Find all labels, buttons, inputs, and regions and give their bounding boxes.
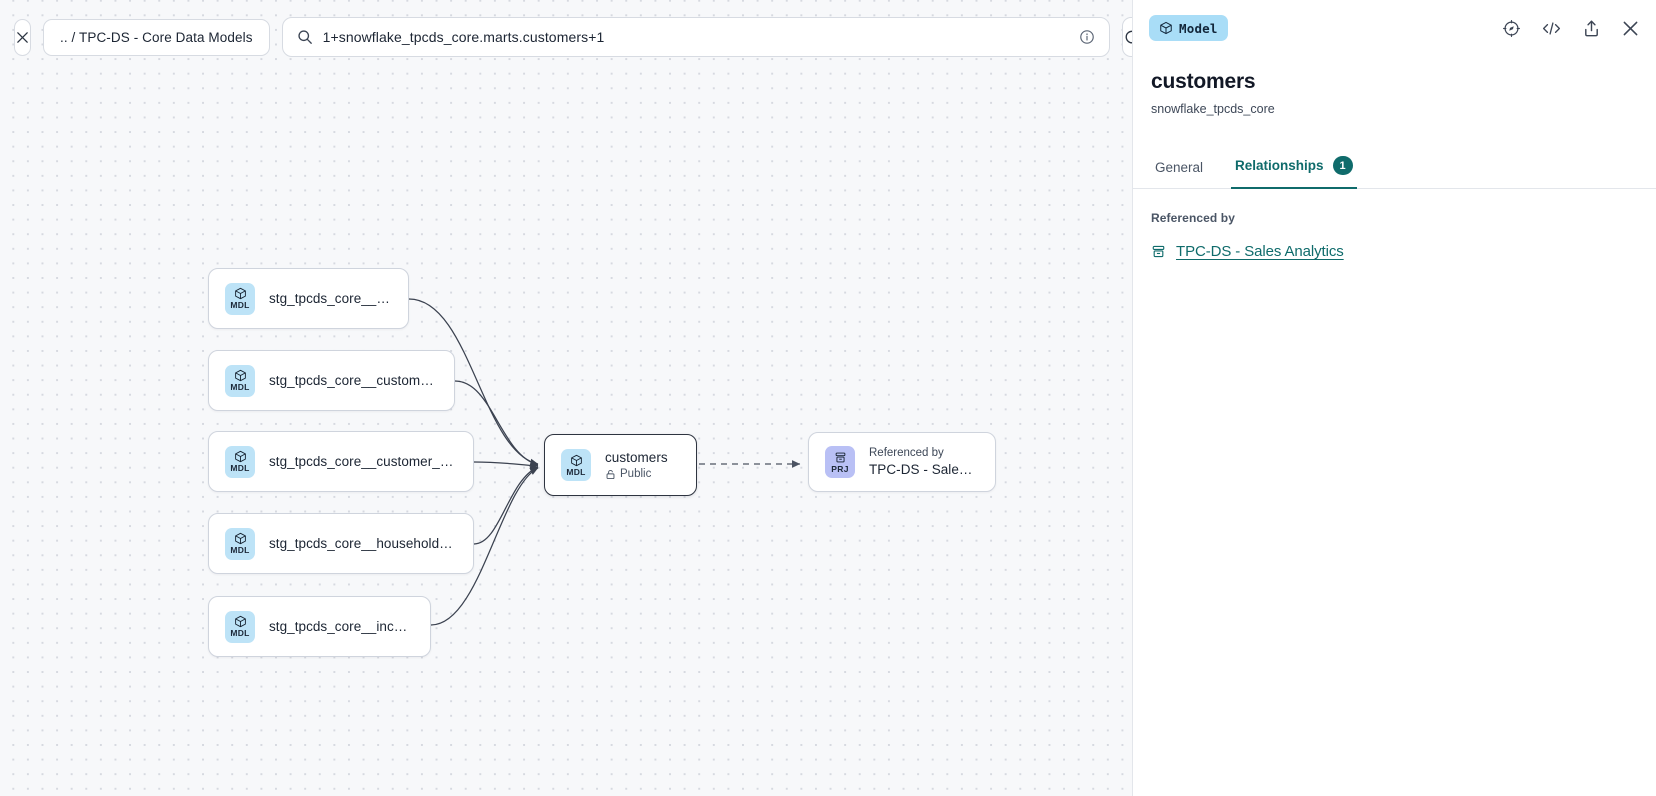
cube-icon bbox=[234, 532, 247, 545]
canvas-toolbar: .. / TPC-DS - Core Data Models 1+snowfla… bbox=[0, 0, 1132, 74]
graph-node-selected[interactable]: MDL customers Public bbox=[544, 434, 697, 496]
graph-node-kicker: Referenced by bbox=[869, 447, 944, 459]
page-subtitle: snowflake_tpcds_core bbox=[1151, 102, 1275, 116]
cube-icon bbox=[234, 287, 247, 300]
tab-general[interactable]: General bbox=[1151, 152, 1207, 189]
project-icon bbox=[834, 451, 847, 464]
graph-edges bbox=[408, 298, 801, 626]
model-badge-icon: MDL bbox=[225, 610, 255, 643]
cube-icon bbox=[234, 450, 247, 463]
graph-node-visibility-label: Public bbox=[620, 468, 652, 480]
project-badge-icon: PRJ bbox=[825, 446, 855, 478]
graph-node-label: customers bbox=[605, 450, 668, 465]
relationships-content: Referenced by TPC-DS - Sales Analytics bbox=[1133, 189, 1656, 260]
lineage-icon[interactable] bbox=[1502, 19, 1521, 38]
share-icon[interactable] bbox=[1582, 19, 1601, 38]
panel-action-bar bbox=[1502, 19, 1640, 38]
close-icon bbox=[15, 30, 30, 45]
model-badge-icon: MDL bbox=[225, 527, 255, 560]
code-icon[interactable] bbox=[1541, 19, 1562, 38]
close-icon[interactable] bbox=[1621, 19, 1640, 38]
list-item[interactable]: TPC-DS - Sales Analytics bbox=[1151, 243, 1638, 260]
detail-panel-title-block: customers snowflake_tpcds_core bbox=[1133, 56, 1656, 116]
model-badge-icon: MDL bbox=[561, 449, 591, 481]
graph-node-label: TPC-DS - Sales Analytics bbox=[869, 462, 979, 477]
model-badge-icon: MDL bbox=[225, 364, 255, 397]
cube-icon bbox=[234, 615, 247, 628]
model-badge-label: MDL bbox=[230, 382, 250, 392]
section-title-referenced-by: Referenced by bbox=[1151, 211, 1235, 225]
cube-icon bbox=[234, 369, 247, 382]
graph-node[interactable]: MDL stg_tpcds_core__income_band bbox=[208, 596, 431, 657]
lock-icon bbox=[605, 469, 616, 480]
detail-panel-header: Model bbox=[1133, 0, 1656, 56]
refresh-button[interactable] bbox=[1121, 17, 1132, 57]
entity-type-chip: Model bbox=[1149, 15, 1228, 41]
list-item-link[interactable]: TPC-DS - Sales Analytics bbox=[1176, 243, 1344, 260]
detail-panel: Model bbox=[1132, 0, 1656, 796]
graph-node-texts: Referenced by TPC-DS - Sales Analytics bbox=[869, 447, 979, 477]
breadcrumb: .. / TPC-DS - Core Data Models bbox=[60, 29, 253, 45]
graph-node-texts: customers Public bbox=[605, 450, 668, 480]
graph-node[interactable]: MDL stg_tpcds_core__customer_address bbox=[208, 350, 455, 411]
graph-node-label: stg_tpcds_core__customer_address bbox=[269, 373, 438, 388]
graph-node[interactable]: MDL stg_tpcds_core__customer bbox=[208, 268, 409, 329]
graph-node-visibility: Public bbox=[605, 468, 668, 480]
detail-panel-tabs: General Relationships 1 bbox=[1133, 148, 1656, 189]
info-circle-icon[interactable] bbox=[1079, 29, 1095, 45]
graph-node-project[interactable]: PRJ Referenced by TPC-DS - Sales Analyti… bbox=[808, 432, 996, 492]
cube-icon bbox=[570, 454, 583, 467]
graph-node-label: stg_tpcds_core__income_band bbox=[269, 619, 414, 634]
model-badge-label: MDL bbox=[230, 628, 250, 638]
model-badge-icon: MDL bbox=[225, 445, 255, 478]
close-button[interactable] bbox=[14, 18, 31, 56]
entity-type-label: Model bbox=[1179, 20, 1218, 36]
graph-node-label: stg_tpcds_core__customer_demogra… bbox=[269, 454, 457, 469]
tab-relationships[interactable]: Relationships 1 bbox=[1231, 148, 1357, 189]
graph-node[interactable]: MDL stg_tpcds_core__household_demogr… bbox=[208, 513, 474, 574]
lineage-graph: MDL stg_tpcds_core__customer MDL stg_tpc… bbox=[208, 268, 996, 657]
graph-node-label: stg_tpcds_core__household_demogr… bbox=[269, 536, 457, 551]
graph-node-label: stg_tpcds_core__customer bbox=[269, 291, 392, 306]
graph-node[interactable]: MDL stg_tpcds_core__customer_demogra… bbox=[208, 431, 474, 492]
tab-general-label: General bbox=[1155, 160, 1204, 175]
project-icon bbox=[1151, 244, 1166, 259]
model-badge-label: MDL bbox=[230, 300, 250, 310]
tab-relationships-label: Relationships bbox=[1235, 158, 1324, 173]
search-icon bbox=[297, 29, 313, 45]
model-badge-icon: MDL bbox=[225, 282, 255, 315]
cube-icon bbox=[1159, 21, 1173, 35]
tab-relationships-badge: 1 bbox=[1332, 156, 1353, 175]
refresh-icon bbox=[1123, 28, 1132, 46]
project-badge-label: PRJ bbox=[831, 463, 849, 474]
model-badge-label: MDL bbox=[566, 466, 586, 477]
page-title: customers bbox=[1151, 70, 1256, 93]
model-badge-label: MDL bbox=[230, 463, 250, 473]
search-query-value: 1+snowflake_tpcds_core.marts.customers+1 bbox=[322, 29, 605, 45]
model-badge-label: MDL bbox=[230, 545, 250, 555]
graph-canvas[interactable]: .. / TPC-DS - Core Data Models 1+snowfla… bbox=[0, 0, 1132, 796]
search-input[interactable]: 1+snowflake_tpcds_core.marts.customers+1 bbox=[281, 17, 1110, 57]
breadcrumb-button[interactable]: .. / TPC-DS - Core Data Models bbox=[43, 18, 270, 56]
